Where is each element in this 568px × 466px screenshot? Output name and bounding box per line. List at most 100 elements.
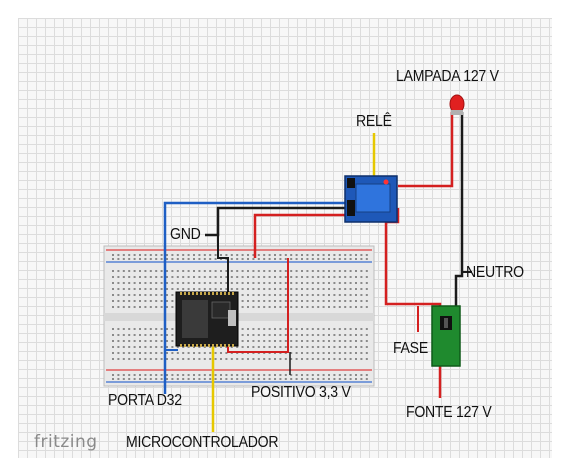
breadboard-hole [203, 358, 206, 360]
breadboard-hole [252, 378, 255, 380]
breadboard-hole [171, 340, 174, 342]
breadboard-hole [209, 288, 212, 290]
breadboard-hole [317, 306, 320, 308]
breadboard-hole [128, 270, 131, 272]
breadboard-hole [317, 378, 320, 380]
breadboard-hole [160, 352, 163, 354]
breadboard-hole [301, 378, 303, 380]
breadboard-hole [149, 352, 152, 354]
breadboard-hole [274, 276, 276, 278]
breadboard-hole [268, 374, 271, 376]
breadboard-hole [122, 258, 125, 260]
breadboard-hole [139, 294, 141, 296]
breadboard-hole [117, 352, 120, 354]
breadboard-hole [139, 340, 141, 342]
breadboard-hole [187, 374, 190, 376]
breadboard-hole [220, 352, 222, 354]
microcontroller-pin [232, 292, 234, 295]
breadboard-hole [306, 378, 309, 380]
breadboard-hole [295, 270, 298, 272]
breadboard-hole [365, 374, 368, 376]
breadboard-hole [290, 378, 293, 380]
breadboard-hole [338, 306, 341, 308]
breadboard-hole [133, 254, 136, 256]
breadboard-hole [198, 288, 201, 290]
breadboard-hole [279, 306, 282, 308]
breadboard-hole [322, 358, 325, 360]
breadboard-hole [284, 276, 287, 278]
breadboard-hole [193, 270, 195, 272]
breadboard-hole [144, 300, 147, 302]
breadboard-hole [284, 288, 287, 290]
breadboard-hole [306, 374, 309, 376]
breadboard-hole [117, 374, 120, 376]
breadboard-hole [122, 276, 125, 278]
breadboard-hole [317, 254, 320, 256]
breadboard-hole [311, 306, 314, 308]
microcontroller-pin [184, 292, 186, 295]
breadboard-hole [203, 270, 206, 272]
breadboard-hole [209, 258, 212, 260]
breadboard-hole [360, 378, 363, 380]
breadboard-hole [355, 276, 357, 278]
relay-module [344, 175, 398, 223]
breadboard-hole [317, 294, 320, 296]
breadboard-hole [139, 346, 141, 348]
breadboard-hole [349, 282, 352, 284]
breadboard-hole [176, 258, 179, 260]
breadboard-hole [349, 328, 352, 330]
microcontroller-pin [184, 344, 186, 347]
breadboard-hole [144, 276, 147, 278]
breadboard-hole [128, 276, 131, 278]
breadboard-hole [295, 282, 298, 284]
breadboard-hole [133, 276, 136, 278]
breadboard-hole [144, 254, 147, 256]
breadboard-hole [166, 300, 168, 302]
port-label: PORTA D32 [108, 392, 182, 409]
breadboard-hole [187, 276, 190, 278]
breadboard-hole [112, 282, 114, 284]
breadboard-hole [247, 340, 249, 342]
breadboard-hole [139, 288, 141, 290]
breadboard-hole [365, 340, 368, 342]
breadboard-hole [365, 276, 368, 278]
breadboard-hole [139, 328, 141, 330]
breadboard-hole [247, 334, 249, 336]
breadboard-hole [236, 288, 239, 290]
breadboard-hole [252, 340, 255, 342]
breadboard-hole [155, 300, 158, 302]
breadboard-hole [311, 340, 314, 342]
breadboard-hole [274, 346, 276, 348]
breadboard-hole [155, 276, 158, 278]
breadboard-hole [214, 276, 217, 278]
breadboard-hole [263, 300, 266, 302]
positive-label: POSITIVO 3,3 V [251, 384, 351, 401]
breadboard-hole [236, 270, 239, 272]
breadboard-hole [328, 340, 330, 342]
breadboard-hole [338, 288, 341, 290]
microcontroller-pin [208, 344, 210, 347]
breadboard-hole [198, 282, 201, 284]
breadboard-hole [149, 258, 152, 260]
wire-black-gnd-down [217, 235, 229, 292]
breadboard-hole [117, 306, 120, 308]
breadboard-hole [333, 254, 336, 256]
breadboard-hole [149, 254, 152, 256]
breadboard-hole [182, 254, 185, 256]
gnd-label: GND [170, 226, 201, 243]
breadboard-hole [295, 374, 298, 376]
breadboard-hole [241, 276, 244, 278]
breadboard-hole [322, 306, 325, 308]
breadboard-hole [122, 340, 125, 342]
breadboard-hole [355, 328, 357, 330]
breadboard-hole [322, 276, 325, 278]
breadboard-hole [209, 358, 212, 360]
breadboard-hole [257, 254, 260, 256]
breadboard-hole [252, 254, 255, 256]
power-source [431, 305, 461, 367]
breadboard-hole [274, 294, 276, 296]
breadboard-hole [149, 288, 152, 290]
breadboard-hole [160, 346, 163, 348]
breadboard-hole [166, 334, 168, 336]
breadboard-hole [198, 258, 201, 260]
